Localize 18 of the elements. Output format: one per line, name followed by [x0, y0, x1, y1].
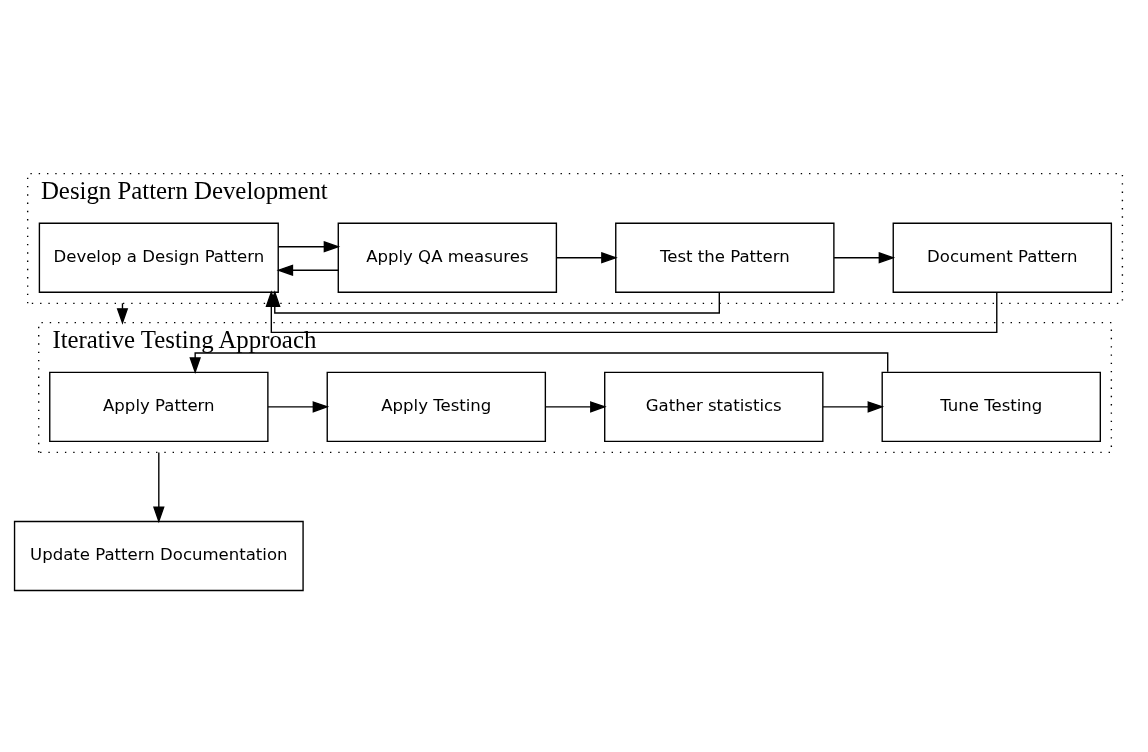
arrow [544, 400, 607, 413]
node-box: Gather statistics [604, 371, 824, 442]
node-box: Update Pattern Documentation [13, 520, 304, 591]
node-box: Develop a Design Pattern [38, 222, 279, 293]
arrow [277, 240, 341, 253]
arrow [153, 451, 165, 523]
arrow [555, 251, 618, 264]
node-box: Tune Testing [881, 371, 1101, 442]
arrow [833, 251, 896, 264]
node-box: Document Pattern [892, 222, 1113, 293]
node-box: Apply Testing [326, 371, 547, 442]
arrow [189, 351, 889, 374]
arrow [822, 400, 885, 413]
node-box: Apply Pattern [49, 371, 269, 442]
arrow [276, 263, 339, 276]
arrow [267, 400, 330, 413]
node-box: Test the Pattern [615, 222, 835, 293]
node-box: Apply QA measures [337, 222, 558, 293]
